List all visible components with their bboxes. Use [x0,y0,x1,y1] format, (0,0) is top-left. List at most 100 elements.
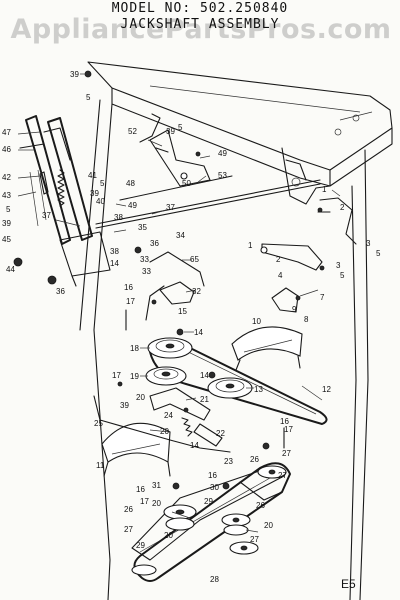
callout-3b: 3 [336,261,341,270]
callout-39c: 39 [90,189,99,198]
callout-14d: 14 [190,441,199,450]
callout-27d: 27 [250,535,259,544]
callout-17b: 17 [112,371,121,380]
callout-3: 3 [366,239,371,248]
callout-22: 22 [216,429,225,438]
pulley-13 [207,377,253,399]
callout-24: 24 [164,411,173,420]
lift-link [145,251,205,321]
callout-16b: 16 [280,417,289,426]
callout-17c: 17 [284,425,293,434]
callout-45: 45 [2,235,11,244]
leader-lines [17,73,341,533]
callout-52: 52 [128,127,137,136]
callout-36b: 36 [150,239,159,248]
deck-pulley-left [163,504,197,531]
callout-11: 11 [96,461,105,470]
jackshaft-rod [95,175,321,229]
callout-1b: 1 [248,241,253,250]
callout-20b: 20 [160,427,169,436]
callout-39: 39 [70,70,79,79]
callout-16: 16 [124,283,133,292]
callout-10: 10 [252,317,261,326]
model-number-heading: MODEL NO: 502.250840 [111,1,289,16]
callout-labels: 39 5 47 46 42 43 5 39 45 44 37 41 5 39 4… [2,70,381,584]
callout-27b: 27 [278,471,287,480]
callout-35: 35 [138,223,147,232]
callout-30: 30 [210,483,219,492]
callout-5: 5 [86,93,91,102]
callout-16d: 16 [136,485,145,494]
spring-42 [57,169,65,207]
callout-8: 8 [304,315,309,324]
callout-27c: 27 [124,525,133,534]
callout-26b: 26 [124,505,133,514]
callout-5c: 5 [100,179,105,188]
deck-pulley-right [257,465,287,479]
site-watermark: AppliancePartsPros.com [10,14,392,45]
pulley-18 [147,337,193,359]
idler-arm-21 [149,387,223,447]
callout-53: 53 [218,171,227,180]
callout-33b: 33 [142,267,151,276]
callout-36: 36 [56,287,65,296]
callout-5d: 5 [178,123,183,132]
callout-41: 41 [88,171,97,180]
callout-40: 40 [96,197,105,206]
callout-49: 49 [128,201,137,210]
callout-39d: 39 [166,127,175,136]
callout-42: 42 [2,173,11,182]
callout-37b: 37 [166,203,175,212]
callout-39e: 39 [120,401,129,410]
callout-4: 4 [278,271,283,280]
callout-37: 37 [42,211,51,220]
callout-19: 19 [130,372,139,381]
callout-26c: 26 [256,501,265,510]
bracket-8 [271,287,299,313]
callout-25: 25 [94,419,103,428]
lift-lever-assembly [19,115,111,287]
deck-pulley-center [221,513,251,536]
callout-7: 7 [320,293,325,302]
callout-27: 27 [282,449,291,458]
callout-47: 47 [2,128,11,137]
frame-bracket [281,147,331,205]
callout-49b: 49 [218,149,227,158]
callout-50: 50 [182,179,191,188]
deck-pulley-bottom [131,541,259,576]
callout-15: 15 [178,307,187,316]
pulley-19 [145,366,187,386]
frame-side-rails [79,99,369,600]
hardware [13,70,325,490]
callout-29b: 29 [136,541,145,550]
callout-9: 9 [292,305,297,314]
callout-48: 48 [126,179,135,188]
linkage-rod [93,395,231,453]
callout-1: 1 [322,185,327,194]
callout-12: 12 [322,385,331,394]
callout-14b: 14 [194,328,203,337]
rod-52 [139,113,161,143]
callout-20: 20 [136,393,145,402]
callout-2b: 2 [276,255,281,264]
callout-28: 28 [210,575,219,584]
callout-38: 38 [114,213,123,222]
assembly-title: JACKSHAFT ASSEMBLY [120,17,280,32]
callout-29: 29 [204,497,213,506]
callout-5e: 5 [376,249,381,258]
callout-38b: 38 [110,247,119,256]
callout-20c: 20 [152,499,161,508]
callout-39b: 39 [2,219,11,228]
callout-18: 18 [130,344,139,353]
callout-44: 44 [6,265,15,274]
callout-33: 33 [140,255,149,264]
belt-guard-upper [231,326,303,371]
callout-20d: 20 [264,521,273,530]
callout-21: 21 [200,395,209,404]
callout-2: 2 [340,203,345,212]
pivot-bracket [149,129,211,187]
callout-13: 13 [254,385,263,394]
callout-34: 34 [176,231,185,240]
idler-arm [260,197,357,271]
